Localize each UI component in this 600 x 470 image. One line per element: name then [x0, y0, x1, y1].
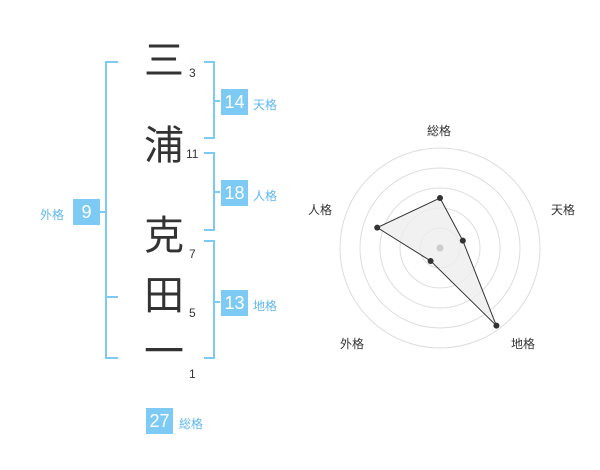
stroke-count-4: 5 [189, 306, 196, 320]
stroke-count-3: 7 [189, 247, 196, 261]
radar-axis-label-3: 外格 [340, 337, 365, 351]
name-char-4: 田 [144, 273, 184, 319]
radar-ring [379, 187, 501, 309]
soukaku-label: 総格 [179, 417, 204, 431]
chikaku-bracket [204, 240, 215, 359]
radar-ring [359, 167, 521, 329]
stroke-count-2: 11 [186, 147, 199, 161]
name-char-2: 浦 [144, 123, 184, 169]
soukaku-value: 27 [146, 408, 173, 434]
stroke-count-5: 1 [189, 367, 196, 381]
radar-axis-label-4: 人格 [308, 203, 333, 217]
radar-point-2 [493, 322, 500, 329]
name-char-1: 三 [144, 38, 184, 84]
name-char-3: 克 [144, 213, 184, 259]
radar-axis-label-0: 総格 [427, 124, 452, 138]
tenkaku-value: 14 [221, 89, 248, 115]
tenkaku-label: 天格 [253, 98, 278, 112]
radar-point-1 [459, 237, 466, 244]
radar-axis-label-1: 天格 [551, 203, 576, 217]
radar-ring [339, 147, 541, 349]
name-char-5: 一 [144, 329, 184, 375]
chikaku-value: 13 [221, 290, 248, 316]
gaikaku-label: 外格 [40, 208, 65, 222]
radar-center-dot [436, 244, 444, 252]
gaikaku-value: 9 [73, 199, 100, 225]
radar-polygon [376, 197, 497, 327]
jinkaku-label: 人格 [253, 189, 278, 203]
radar-point-4 [374, 224, 381, 231]
radar-axis-label-2: 地格 [511, 337, 536, 351]
radar-point-3 [427, 257, 434, 264]
jinkaku-value: 18 [221, 180, 248, 206]
chikaku-label: 地格 [253, 299, 278, 313]
gaikaku-bracket-outer [105, 61, 118, 359]
stroke-count-1: 3 [189, 66, 196, 80]
radar-point-0 [437, 195, 443, 201]
